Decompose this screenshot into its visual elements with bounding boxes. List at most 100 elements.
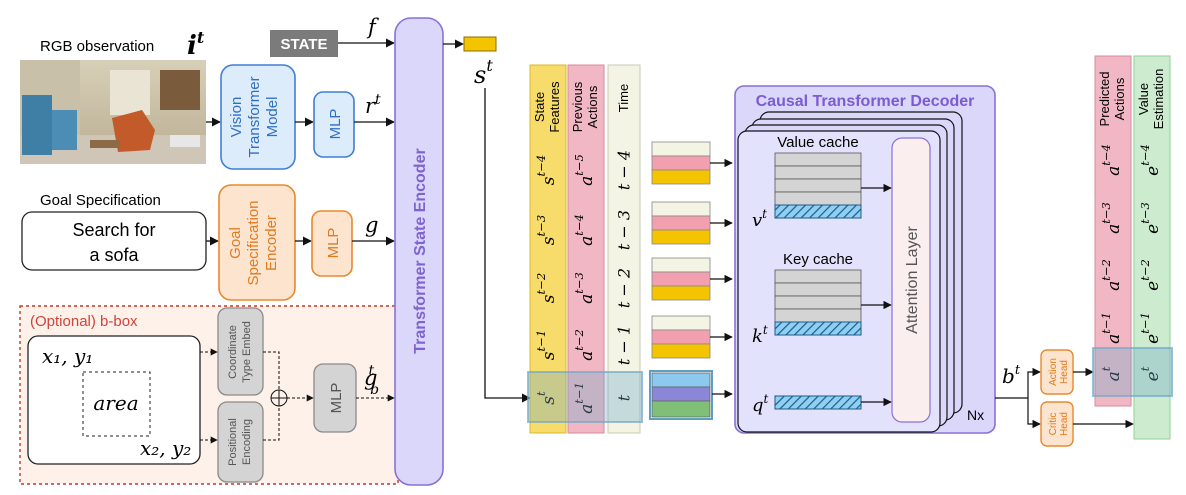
mlp-label-goal: MLP (325, 228, 342, 259)
token-arrows (710, 158, 733, 399)
svg-text:at−3: at−3 (572, 272, 597, 304)
svg-text:at−1: at−1 (572, 382, 597, 414)
goal-spec-title: Goal Specification (40, 192, 161, 209)
state-label: STATE (281, 36, 328, 53)
predicted-actions-header: Predicted Actions (1097, 72, 1127, 127)
predicted-action-item: at−2 (1099, 259, 1124, 291)
token-stack-current (649, 370, 713, 420)
time-item: t − 2 (615, 268, 634, 308)
time-item: t (615, 394, 634, 401)
svg-text:et−2: et−2 (1138, 259, 1163, 291)
time-item: t − 4 (615, 150, 634, 190)
svg-text:Predicted: Predicted (1097, 72, 1112, 127)
value-estimation-header: Value Estimation (1136, 69, 1166, 130)
previous-actions-items: at−5at−4at−3at−2at−1 (572, 154, 597, 414)
svg-text:Specification: Specification (245, 200, 262, 285)
cache-slot (774, 178, 862, 193)
predicted-action-item: at−3 (1099, 202, 1124, 234)
transformer-state-encoder (394, 17, 444, 486)
line-pos-to-sum (263, 407, 280, 441)
value-estimation-item: et (1138, 366, 1163, 381)
rgb-observation-symbol: it (187, 28, 205, 61)
bbox-area-box (82, 371, 151, 437)
predicted-action-item: at (1099, 366, 1124, 381)
time-header: Time (616, 84, 631, 112)
state-box (270, 30, 338, 57)
b-t-label: bt (1002, 363, 1021, 388)
svg-text:Positional: Positional (227, 418, 239, 466)
svg-text:et−1: et−1 (1138, 312, 1163, 344)
svg-text:at−4: at−4 (1099, 144, 1124, 176)
output-current-highlight (1092, 347, 1173, 397)
pos-encoding-box (217, 401, 264, 483)
vit-box (220, 64, 296, 170)
goal-text-line-2: a sofa (89, 245, 139, 265)
svg-text:Coordinate: Coordinate (227, 325, 239, 379)
goal-text-line-1: Search for (72, 220, 155, 240)
value-cache-label: Value cache (777, 134, 858, 151)
q-t-label: qt (752, 392, 769, 416)
svg-text:t − 2: t − 2 (615, 268, 634, 308)
mlp-box-goal (311, 210, 353, 277)
time-item: t − 3 (615, 210, 634, 250)
cache-new-slot (774, 204, 862, 219)
bbox-title: (Optional) b-box (30, 313, 138, 330)
svg-text:st−4: st−4 (534, 155, 559, 185)
svg-text:et−3: et−3 (1138, 202, 1163, 234)
cache-slot (774, 191, 862, 206)
token-stack (651, 201, 711, 245)
decoder-nx: Nx (967, 407, 984, 423)
svg-text:at: at (1099, 366, 1124, 381)
token-stacks (649, 141, 713, 420)
goal-encoder-label: Goal Specification Encoder (227, 200, 280, 285)
arrow-bt-to-action-head (1027, 367, 1041, 398)
svg-text:Critic: Critic (1048, 413, 1059, 436)
state-feature-item: st−3 (534, 215, 559, 245)
state-feature-item: st−4 (534, 155, 559, 185)
mlp-label-bbox: MLP (328, 383, 345, 414)
encoder-label: Transformer State Encoder (412, 148, 429, 353)
time-items: t − 4t − 3t − 2t − 1t (615, 150, 634, 401)
previous-actions-header: Previous Actions (570, 81, 600, 132)
cache-slot (774, 308, 862, 323)
value-cache (774, 152, 862, 219)
rgb-observation-image (20, 60, 206, 164)
previous-action-item: at−5 (572, 154, 597, 186)
q-t-token (774, 395, 862, 410)
previous-action-item: at−3 (572, 272, 597, 304)
svg-text:Actions: Actions (1112, 77, 1127, 120)
cache-slot (774, 165, 862, 180)
state-output-f: f (366, 15, 379, 39)
svg-text:st−2: st−2 (534, 273, 559, 303)
bbox-frame (27, 335, 201, 465)
s-t-label: st (474, 56, 493, 89)
state-features-items: st−4st−3st−2st−1st (534, 155, 559, 405)
value-estimation-item: et−3 (1138, 202, 1163, 234)
svg-text:Goal: Goal (227, 227, 244, 259)
svg-text:at−1: at−1 (1099, 312, 1124, 344)
value-estimation-column (1133, 55, 1171, 440)
cache-slot (774, 269, 862, 284)
bbox-area-label: area (93, 391, 138, 415)
arrow-bt-to-critic-head (1027, 398, 1041, 429)
svg-text:Action: Action (1048, 358, 1059, 386)
k-t-label: kt (752, 323, 768, 347)
key-cache-label: Key cache (783, 251, 853, 268)
action-head-label: Action Head (1048, 358, 1070, 386)
value-estimation-item: et−4 (1138, 144, 1163, 176)
decoder-title: Causal Transformer Decoder (756, 93, 975, 110)
svg-text:Actions: Actions (585, 85, 600, 128)
previous-action-item: at−4 (572, 214, 597, 246)
svg-text:Head: Head (1059, 360, 1070, 384)
svg-text:Type Embed: Type Embed (241, 321, 253, 383)
svg-text:t − 3: t − 3 (615, 210, 634, 250)
arrow-st-to-features (484, 88, 531, 403)
state-features-header: State Features (532, 81, 562, 133)
svg-text:Model: Model (264, 97, 281, 138)
svg-text:Encoding: Encoding (241, 419, 253, 465)
cache-slot (774, 282, 862, 297)
bbox-corner-br: x₂, y₂ (140, 436, 191, 460)
svg-text:t: t (615, 394, 634, 401)
